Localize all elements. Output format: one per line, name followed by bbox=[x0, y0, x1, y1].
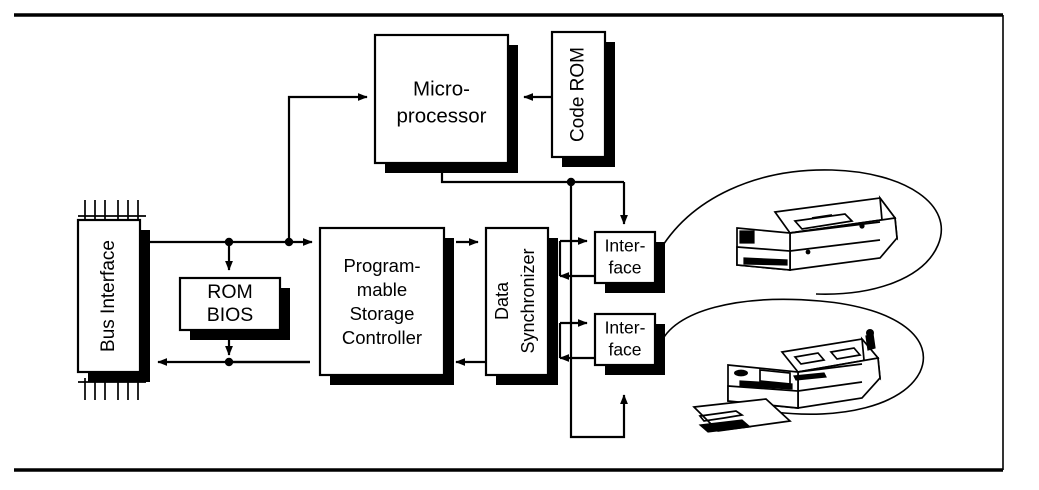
bus-interface-face bbox=[76, 218, 142, 374]
block-bus-interface[interactable]: Bus Interface bbox=[76, 200, 150, 400]
floppy-disk-drive-body bbox=[727, 329, 882, 409]
block-microprocessor[interactable]: Micro- processor bbox=[373, 33, 518, 173]
storage-controller-label-line3: Storage bbox=[350, 303, 415, 324]
block-interface-bottom[interactable]: Inter- face bbox=[593, 312, 665, 375]
interface-bottom-label-line1: Inter- bbox=[605, 318, 646, 338]
microprocessor-label-line2: processor bbox=[396, 104, 486, 127]
junction-dot-control-bus bbox=[566, 177, 576, 187]
interface-top-label-line2: face bbox=[608, 258, 641, 278]
floppy-disk-drive-lasso bbox=[659, 298, 925, 415]
interface-bottom-face bbox=[593, 312, 657, 367]
storage-controller-label-line1: Program- bbox=[343, 255, 420, 276]
hard-disk-drive-body bbox=[736, 195, 899, 271]
data-synchronizer-label-line2: Synchronizer bbox=[518, 248, 538, 353]
storage-controller-label-line2: mable bbox=[357, 279, 407, 300]
rom-bios-label-line2: BIOS bbox=[207, 304, 254, 326]
device-floppy-disk-drive[interactable] bbox=[659, 298, 925, 433]
rom-bios-label-line1: ROM bbox=[207, 281, 253, 303]
code-rom-label: Code ROM bbox=[568, 47, 589, 142]
interface-bottom-label-line2: face bbox=[608, 340, 641, 360]
block-data-synchronizer[interactable]: Data Synchronizer bbox=[484, 226, 558, 385]
junction-dot-return-rail bbox=[224, 357, 234, 367]
block-code-rom[interactable]: Code ROM bbox=[550, 30, 615, 167]
data-synchronizer-face bbox=[484, 226, 550, 377]
rom-bios-face bbox=[178, 276, 282, 332]
microprocessor-label-line1: Micro- bbox=[413, 77, 470, 100]
wire-control-to-interface-bottom bbox=[569, 182, 628, 439]
code-rom-face bbox=[550, 30, 607, 159]
bus-interface-label: Bus Interface bbox=[98, 240, 119, 352]
junction-dot-bus-rail bbox=[224, 237, 234, 247]
microprocessor-face bbox=[373, 33, 510, 165]
storage-controller-label-line4: Controller bbox=[342, 327, 422, 348]
block-rom-bios[interactable]: ROM BIOS bbox=[178, 276, 290, 340]
page-rules bbox=[14, 13, 1004, 472]
data-synchronizer-label-line1: Data bbox=[492, 281, 512, 320]
wire-bus-to-microprocessor bbox=[287, 93, 368, 242]
storage-controller-face bbox=[318, 226, 446, 377]
interface-top-face bbox=[593, 230, 657, 285]
floppy-diskette bbox=[692, 398, 792, 433]
block-interface-top[interactable]: Inter- face bbox=[593, 230, 665, 293]
device-hard-disk-drive[interactable] bbox=[656, 169, 943, 295]
junction-dot-controller-feed bbox=[284, 237, 294, 247]
interface-top-label-line1: Inter- bbox=[605, 236, 646, 256]
block-storage-controller[interactable]: Program- mable Storage Controller bbox=[318, 226, 454, 385]
hard-disk-drive-lasso bbox=[656, 169, 943, 295]
